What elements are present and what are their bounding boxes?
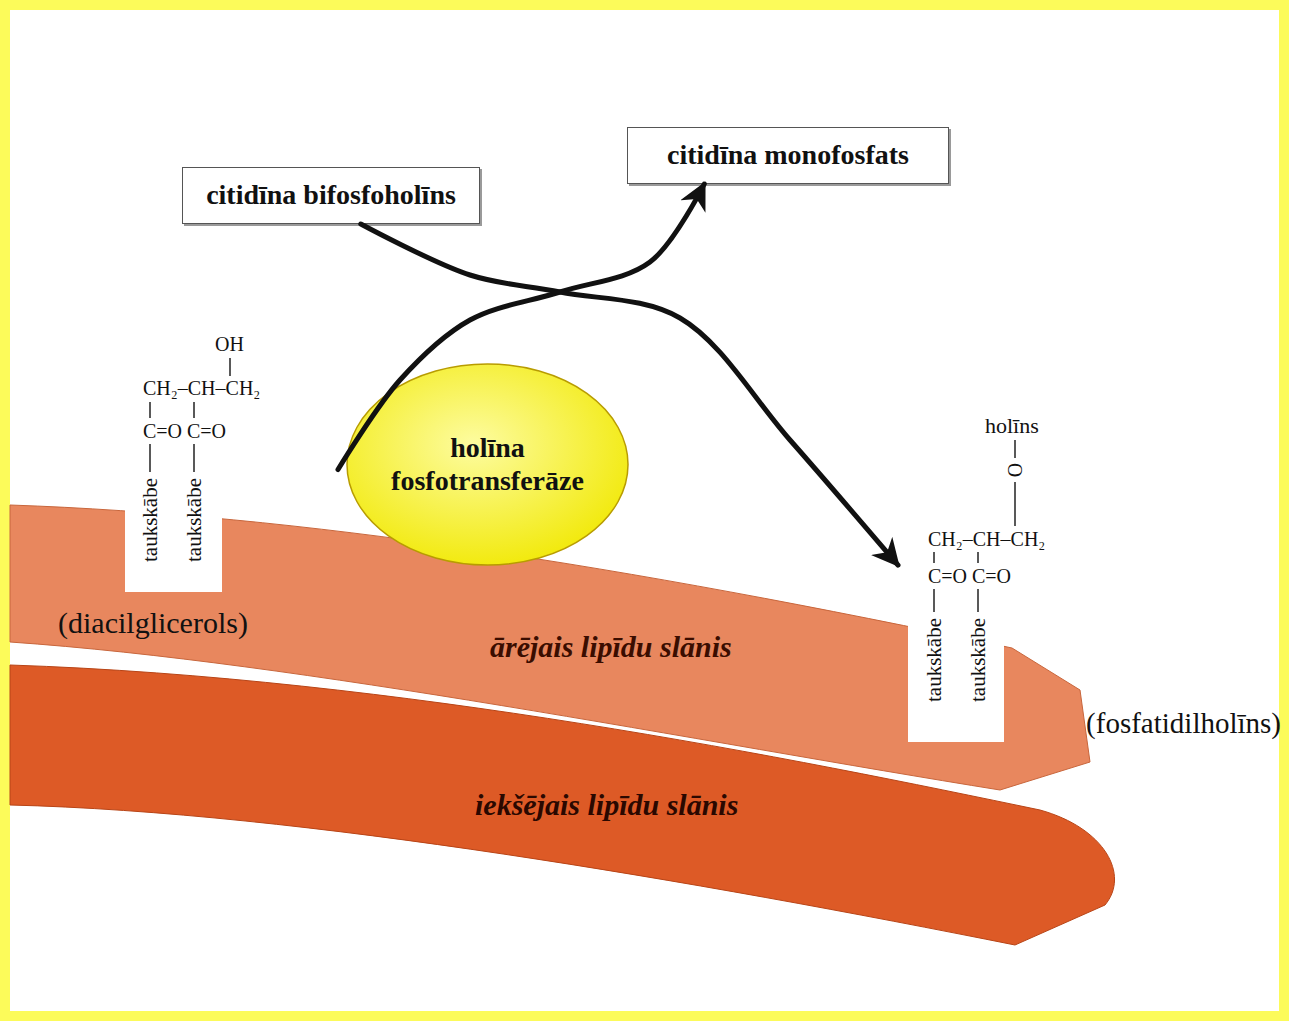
lipid-notch <box>908 600 1004 742</box>
reaction-arrow <box>338 184 704 470</box>
molecule-name: (fosfatidilholīns) <box>1086 707 1281 740</box>
chain-label: taukskābe <box>924 618 945 702</box>
compound-box: citidīna monofosfats <box>627 127 949 184</box>
formula-label: CH₂–CH–CH₂ <box>928 529 1045 549</box>
chain-label: taukskābe <box>184 478 205 562</box>
formula-label: C=O <box>972 566 1011 586</box>
chain-label: O <box>1005 463 1025 477</box>
chemical-bonds <box>150 358 1015 612</box>
bond <box>193 444 195 472</box>
bond <box>1014 440 1016 458</box>
enzyme-name: holīna fosfotransferāze <box>363 432 613 496</box>
layer-label: ārējais lipīdu slānis <box>490 632 732 662</box>
enzyme-outline <box>347 364 628 565</box>
formula-label: CH₂–CH–CH₂ <box>143 378 260 398</box>
bond <box>1014 482 1016 526</box>
bond <box>149 444 151 472</box>
chain-label: taukskābe <box>968 618 989 702</box>
enzyme-ellipse: holīna fosfotransferāze <box>345 362 630 567</box>
compound-box: citidīna bifosfoholīns <box>182 167 480 224</box>
reaction-arrow <box>361 224 898 565</box>
formula-label: C=O <box>187 421 226 441</box>
compound-name: citidīna bifosfoholīns <box>206 179 456 211</box>
bond <box>193 402 195 418</box>
bond <box>229 358 231 376</box>
layer-label: iekšējais lipīdu slānis <box>475 790 738 820</box>
formula-label: C=O <box>143 421 182 441</box>
compound-name: citidīna monofosfats <box>667 139 909 171</box>
formula-label: holīns <box>985 415 1039 437</box>
bond <box>977 589 979 612</box>
bond <box>977 552 979 563</box>
molecule-name: (diacilglicerols) <box>58 606 248 641</box>
formula-label: C=O <box>928 566 967 586</box>
bond <box>149 402 151 418</box>
chain-label: taukskābe <box>140 478 161 562</box>
bond <box>933 589 935 612</box>
formula-label: OH <box>215 334 244 354</box>
bond <box>933 552 935 563</box>
